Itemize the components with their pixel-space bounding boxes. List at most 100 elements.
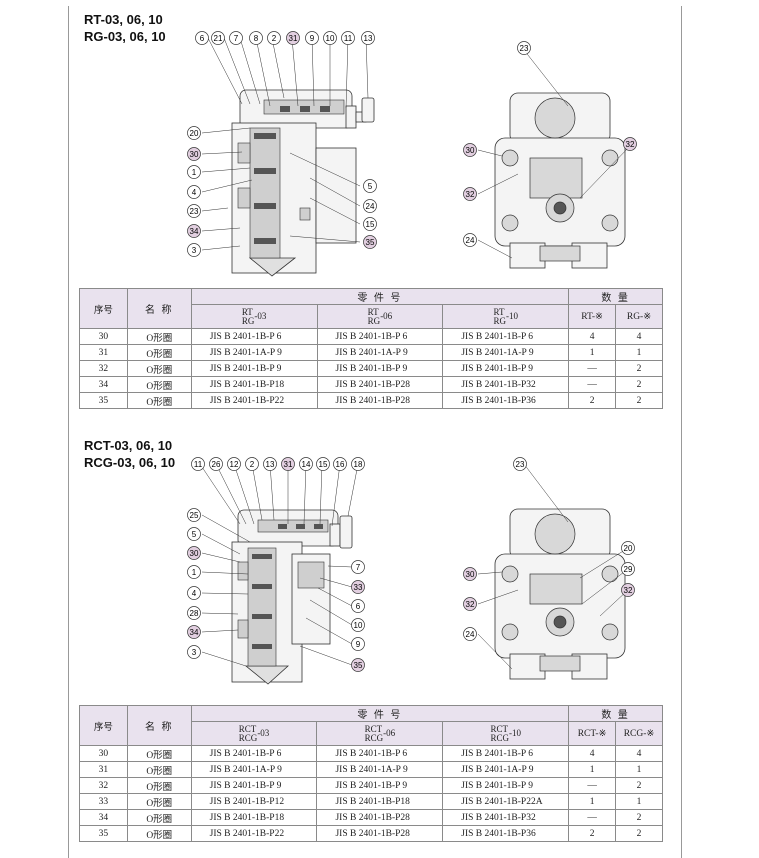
callout-9: 9 bbox=[310, 34, 315, 43]
qty-col-rct: RCT-※ bbox=[568, 721, 617, 746]
col-header-qty: 数 量 bbox=[568, 705, 663, 722]
callout-13: 13 bbox=[266, 460, 275, 469]
model-line-rcg: RCG-03, 06, 10 bbox=[84, 455, 176, 470]
callout-4: 4 bbox=[192, 188, 197, 197]
col-header-no: 序号 bbox=[79, 288, 128, 329]
callout-31: 31 bbox=[289, 34, 298, 43]
callout-20-top: 20 bbox=[624, 544, 633, 553]
model-heading-2: RCT-03, 06, 10 RCG-03, 06, 10 bbox=[84, 437, 175, 471]
callout-4: 4 bbox=[192, 589, 197, 598]
callout-7: 7 bbox=[356, 563, 361, 572]
callout-9: 9 bbox=[356, 640, 361, 649]
col-header-qty: 数 量 bbox=[568, 288, 663, 305]
model-heading-1: RT-03, 06, 10 RG-03, 06, 10 bbox=[84, 11, 166, 45]
callout-24-top: 24 bbox=[466, 236, 475, 245]
callout-11: 11 bbox=[194, 460, 203, 469]
callout-23-top: 23 bbox=[520, 44, 529, 53]
model-line-rct: RCT-03, 06, 10 bbox=[84, 438, 173, 453]
callout-25: 25 bbox=[190, 511, 199, 520]
qty-col-rcg: RCG-※ bbox=[615, 721, 663, 746]
callout-7: 7 bbox=[234, 34, 239, 43]
callout-1: 1 bbox=[192, 568, 197, 577]
callout-10: 10 bbox=[326, 34, 335, 43]
callout-31: 31 bbox=[284, 460, 293, 469]
page-frame bbox=[68, 6, 682, 858]
callout-2: 2 bbox=[250, 460, 255, 469]
col-header-name: 名 称 bbox=[126, 705, 192, 746]
callout-3: 3 bbox=[192, 246, 197, 255]
callout-15: 15 bbox=[319, 460, 328, 469]
callout-20: 20 bbox=[190, 129, 199, 138]
col-header-part: 零 件 号 bbox=[190, 705, 570, 722]
callouts-left-1: 6 21 7 8 2 31 9 10 11 13 20 30 1 4 23 34… bbox=[187, 31, 377, 257]
callout-32-top-b: 32 bbox=[624, 586, 633, 595]
callout-34: 34 bbox=[190, 227, 199, 236]
model-line-rt: RT-03, 06, 10 bbox=[84, 12, 163, 27]
callout-30: 30 bbox=[190, 150, 199, 159]
top-view-drawing-1: 23 30 32 32 24 bbox=[463, 41, 637, 269]
callout-11: 11 bbox=[344, 34, 353, 43]
callout-24-top: 24 bbox=[466, 630, 475, 639]
callout-24: 24 bbox=[366, 202, 375, 211]
sectional-drawing-2: 11 26 12 2 13 31 14 15 16 18 25 5 30 1 4… bbox=[187, 457, 365, 685]
callout-8: 8 bbox=[254, 34, 259, 43]
callout-6: 6 bbox=[356, 602, 361, 611]
callout-16: 16 bbox=[336, 460, 345, 469]
callout-5: 5 bbox=[368, 182, 373, 191]
callout-6: 6 bbox=[200, 34, 205, 43]
callouts-left-2: 11 26 12 2 13 31 14 15 16 18 25 5 30 1 4… bbox=[187, 457, 365, 672]
callout-30: 30 bbox=[190, 549, 199, 558]
qty-col-rg: RG-※ bbox=[615, 304, 663, 329]
callout-21: 21 bbox=[214, 34, 223, 43]
sectional-drawing-1: 6 21 7 8 2 31 9 10 11 13 20 30 1 4 23 34… bbox=[187, 31, 377, 277]
col-header-part: 零 件 号 bbox=[190, 288, 570, 305]
callout-32-top-a: 32 bbox=[466, 600, 475, 609]
col-header-no: 序号 bbox=[79, 705, 128, 746]
callout-26: 26 bbox=[212, 460, 221, 469]
top-view-drawing-2: 23 20 29 30 32 32 24 bbox=[463, 457, 635, 680]
callout-18: 18 bbox=[354, 460, 363, 469]
col-header-name: 名 称 bbox=[126, 288, 192, 329]
callout-1: 1 bbox=[192, 168, 197, 177]
callout-30-top: 30 bbox=[466, 570, 475, 579]
callout-35: 35 bbox=[366, 238, 375, 247]
callout-12: 12 bbox=[230, 460, 239, 469]
callout-30-top: 30 bbox=[466, 146, 475, 155]
callout-32-top-b: 32 bbox=[626, 140, 635, 149]
model-line-rg: RG-03, 06, 10 bbox=[84, 29, 166, 44]
callout-23: 23 bbox=[190, 207, 199, 216]
callout-3: 3 bbox=[192, 648, 197, 657]
callout-14: 14 bbox=[302, 460, 311, 469]
callout-29-top: 29 bbox=[624, 565, 633, 574]
callout-32-top-a: 32 bbox=[466, 190, 475, 199]
callout-23-top: 23 bbox=[516, 460, 525, 469]
callout-13: 13 bbox=[364, 34, 373, 43]
callout-5: 5 bbox=[192, 530, 197, 539]
callout-15: 15 bbox=[366, 220, 375, 229]
callout-34: 34 bbox=[190, 628, 199, 637]
callout-28: 28 bbox=[190, 609, 199, 618]
callout-33: 33 bbox=[354, 583, 363, 592]
qty-col-rt: RT-※ bbox=[568, 304, 617, 329]
callout-10: 10 bbox=[354, 621, 363, 630]
callout-35: 35 bbox=[354, 661, 363, 670]
callout-2: 2 bbox=[272, 34, 277, 43]
